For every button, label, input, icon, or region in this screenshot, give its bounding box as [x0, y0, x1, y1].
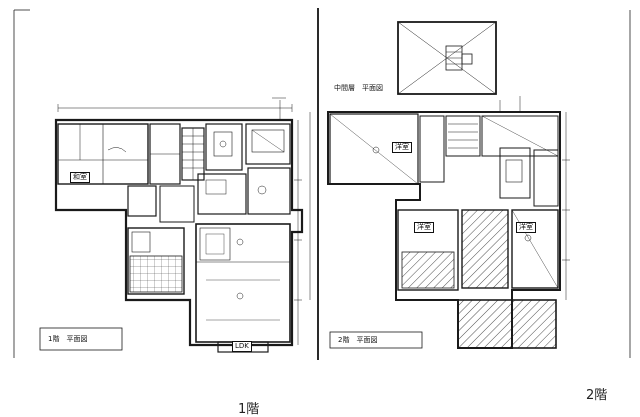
floor2-plan	[309, 96, 570, 349]
floor2-plan-title: 2階 平面図	[336, 336, 380, 345]
room-label-japanese: 和室	[70, 172, 90, 183]
room-label-ldk: LDK	[232, 341, 252, 352]
room-label-western-b: 洋室	[414, 222, 434, 233]
floor1-caption: 1階	[238, 402, 260, 417]
sheet-divider	[317, 8, 319, 360]
mezzanine-plan	[397, 21, 497, 95]
floor1-plan-title: 1階 平面図	[46, 335, 90, 344]
room-label-western-a: 洋室	[392, 142, 412, 153]
mezzanine-plan-title: 中間層 平面図	[332, 84, 385, 93]
floor2-caption: 2階	[586, 388, 608, 403]
room-label-western-c: 洋室	[516, 222, 536, 233]
sheet-frame-left	[13, 9, 30, 358]
floor1-plan	[39, 97, 304, 353]
